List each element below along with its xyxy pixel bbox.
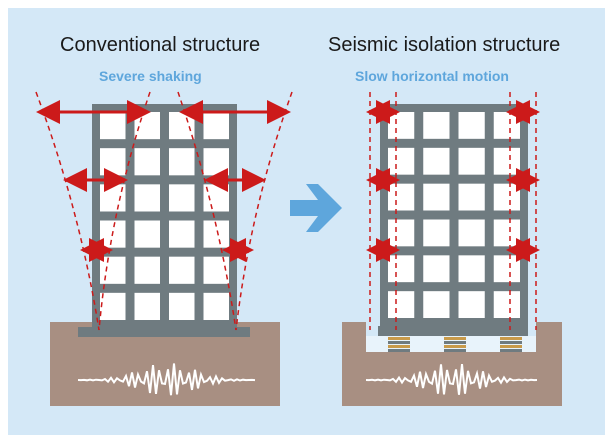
window xyxy=(458,112,485,139)
right-isolated-slab xyxy=(378,326,528,336)
window xyxy=(493,219,520,247)
window xyxy=(388,219,415,247)
window xyxy=(423,219,450,247)
window xyxy=(458,255,485,283)
right-motion-arrows xyxy=(366,100,540,262)
window xyxy=(388,255,415,283)
window xyxy=(458,291,485,318)
window xyxy=(169,220,195,248)
isolator-layer xyxy=(444,349,466,352)
window xyxy=(169,256,195,284)
isolator-layer xyxy=(388,349,410,352)
right-motion-guides xyxy=(369,92,537,330)
window xyxy=(493,147,520,175)
isolator-layer xyxy=(388,337,410,340)
window xyxy=(493,255,520,283)
window xyxy=(203,292,229,320)
isolator-layer xyxy=(444,341,466,344)
right-title: Seismic isolation structure xyxy=(328,34,561,56)
left-seismic-wave xyxy=(77,363,256,396)
window xyxy=(100,292,126,320)
window xyxy=(134,292,160,320)
isolator-layer xyxy=(444,345,466,348)
window xyxy=(493,112,520,139)
window xyxy=(493,291,520,318)
window xyxy=(423,147,450,175)
window xyxy=(493,183,520,211)
right-seismic-wave xyxy=(365,363,538,395)
window xyxy=(388,112,415,139)
isolator-layer xyxy=(500,345,522,348)
seismic-isolators xyxy=(388,337,522,352)
window xyxy=(100,148,126,176)
window xyxy=(134,112,160,140)
window xyxy=(388,183,415,211)
window xyxy=(169,292,195,320)
window xyxy=(169,112,195,140)
isolator-layer xyxy=(500,341,522,344)
right-building xyxy=(380,104,528,326)
window xyxy=(423,112,450,139)
isolator-layer xyxy=(500,337,522,340)
left-foundation-slab xyxy=(78,327,250,337)
isolator-layer xyxy=(500,349,522,352)
window xyxy=(458,219,485,247)
building-frame xyxy=(380,104,528,326)
window xyxy=(100,112,126,140)
left-building xyxy=(92,104,237,328)
window xyxy=(134,184,160,212)
window xyxy=(423,291,450,318)
window xyxy=(423,183,450,211)
window xyxy=(458,183,485,211)
window xyxy=(388,291,415,318)
window xyxy=(388,147,415,175)
isolator-layer xyxy=(388,345,410,348)
window xyxy=(134,148,160,176)
window xyxy=(423,255,450,283)
window xyxy=(134,256,160,284)
left-subtitle: Severe shaking xyxy=(99,68,202,84)
isolator-layer xyxy=(388,341,410,344)
window xyxy=(203,148,229,176)
window xyxy=(169,184,195,212)
direction-arrow-icon xyxy=(290,184,342,232)
window xyxy=(100,256,126,284)
window xyxy=(169,148,195,176)
window xyxy=(203,112,229,140)
isolator-layer xyxy=(444,337,466,340)
left-title: Conventional structure xyxy=(60,34,261,56)
right-subtitle: Slow horizontal motion xyxy=(355,68,509,84)
left-sway-arrows xyxy=(36,100,291,262)
window xyxy=(458,147,485,175)
window xyxy=(134,220,160,248)
